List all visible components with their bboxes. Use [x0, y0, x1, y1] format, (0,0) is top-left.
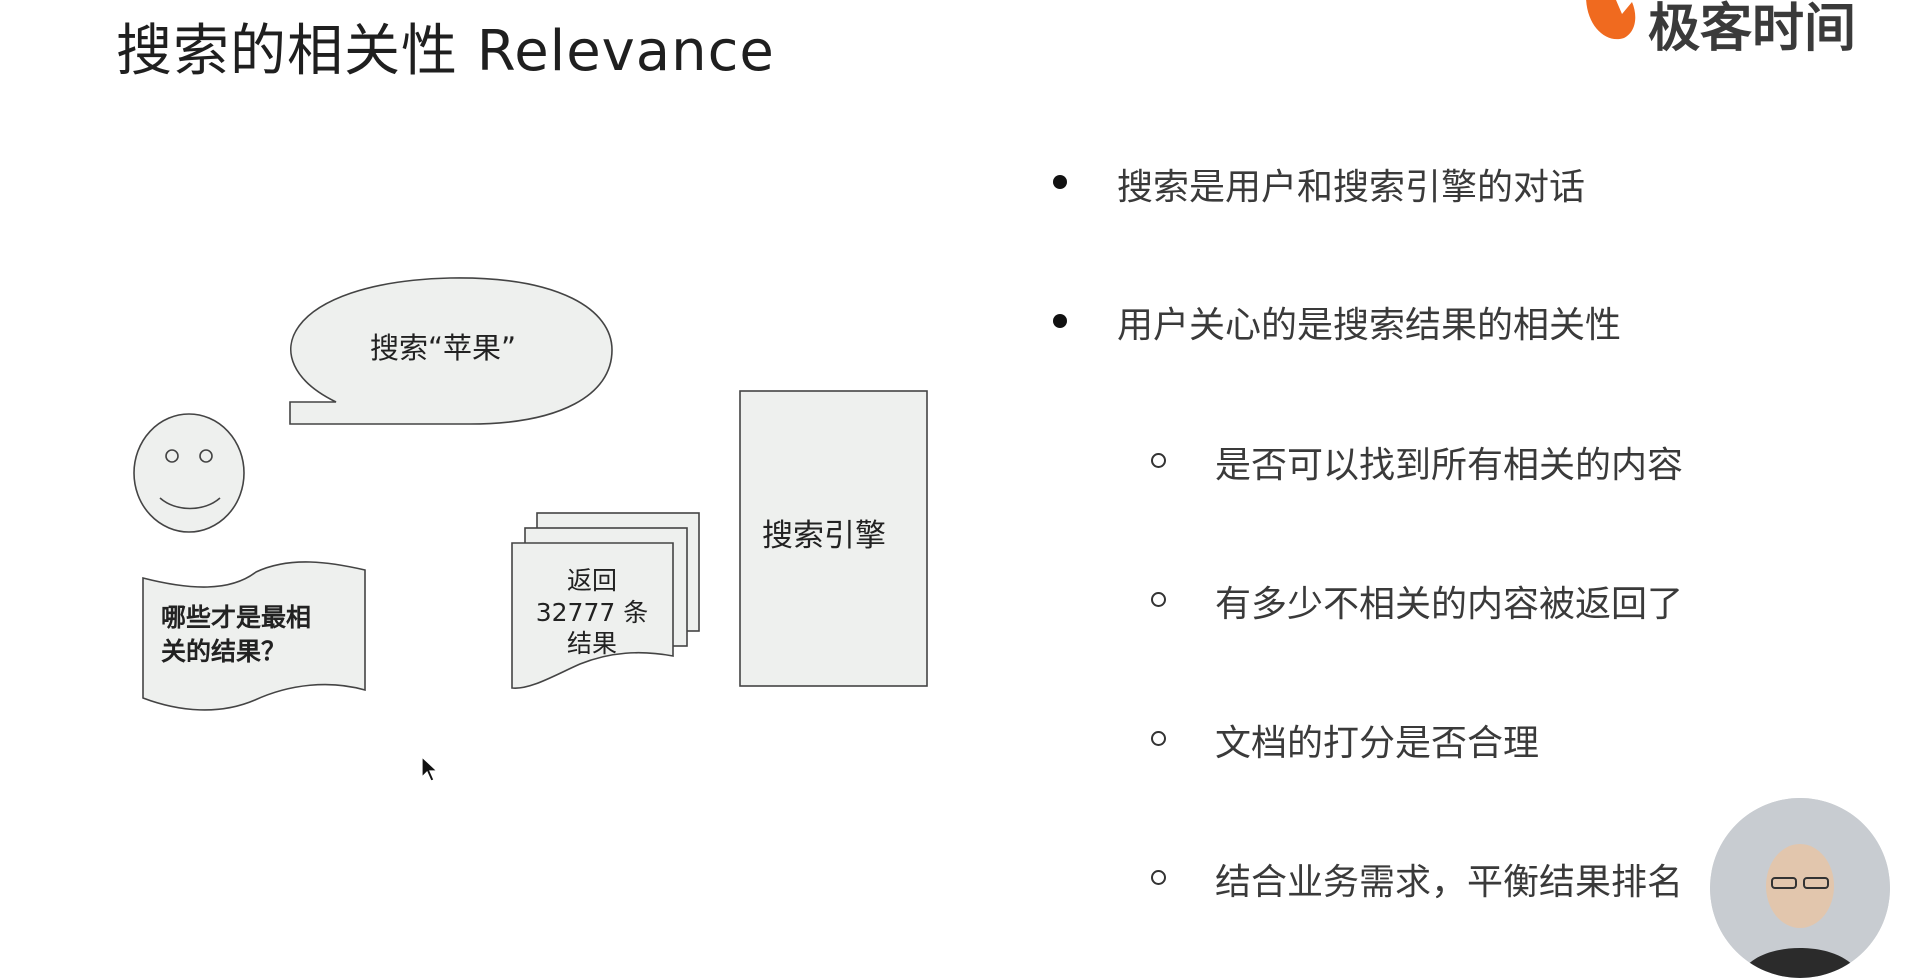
search-engine-label: 搜索引擎 [762, 518, 886, 554]
results-text-line2: 32777 条 [536, 598, 648, 627]
question-document: 哪些才是最相 关的结果？ [142, 561, 366, 711]
speech-bubble-text: 搜索“苹果” [370, 331, 516, 365]
mouse-cursor-icon [421, 755, 439, 782]
geektime-logo-icon [1586, 0, 1636, 40]
slide-title: 搜索的相关性 Relevance [116, 19, 775, 84]
speech-bubble: 搜索“苹果” [289, 277, 613, 425]
sub-bullet-item-3: 文档的打分是否合理 [1215, 723, 1540, 764]
user-face-icon [133, 413, 245, 533]
search-relevance-diagram: 搜索“苹果” 哪些才是最相 关的结果？ 返回 32777 条 结果 搜索引擎 [133, 277, 928, 711]
results-text-line1: 返回 [567, 566, 617, 595]
sub-bullet-circle-icon [1151, 592, 1166, 607]
results-text-line3: 结果 [567, 629, 617, 658]
sub-bullet-item-4: 结合业务需求，平衡结果排名 [1215, 862, 1684, 903]
bullet-item-2: 用户关心的是搜索结果的相关性 [1117, 305, 1622, 346]
search-engine-box: 搜索引擎 [739, 390, 928, 687]
question-text-line1: 哪些才是最相 [161, 603, 311, 632]
bullet-list: 搜索是用户和搜索引擎的对话 用户关心的是搜索结果的相关性 是否可以找到所有相关的… [1053, 167, 1684, 903]
question-text-line2: 关的结果？ [161, 637, 286, 666]
sub-bullet-item-2: 有多少不相关的内容被返回了 [1215, 584, 1684, 625]
sub-bullet-circle-icon [1151, 731, 1166, 746]
sub-bullet-circle-icon [1151, 453, 1166, 468]
geektime-logo: 极客时间 [1576, 0, 1906, 59]
bullet-dot-icon [1053, 314, 1067, 328]
sub-bullet-circle-icon [1151, 870, 1166, 885]
bullet-item-1: 搜索是用户和搜索引擎的对话 [1117, 167, 1586, 208]
logo-text: 极客时间 [1648, 0, 1857, 59]
results-document-stack: 返回 32777 条 结果 [511, 512, 700, 689]
sub-bullet-item-1: 是否可以找到所有相关的内容 [1215, 445, 1684, 486]
presenter-video-avatar [1710, 798, 1890, 978]
presenter-silhouette-icon [1710, 798, 1890, 978]
bullet-dot-icon [1053, 175, 1067, 189]
